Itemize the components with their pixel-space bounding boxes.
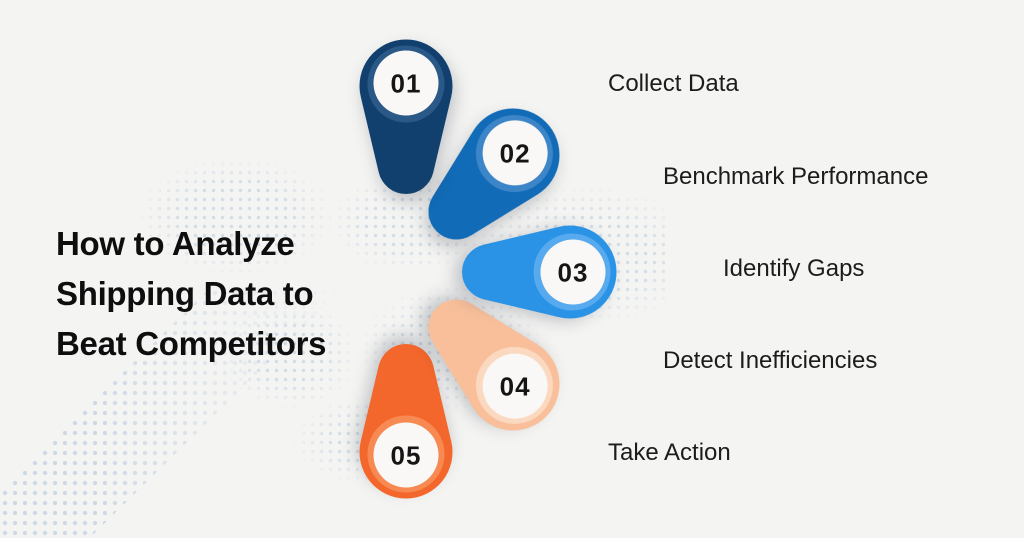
pin-face — [373, 50, 439, 116]
infographic-title: How to Analyze Shipping Data to Beat Com… — [56, 225, 327, 363]
step-label-5: Take Action — [608, 439, 731, 466]
pin-01 — [359, 39, 453, 194]
pin-face — [540, 239, 606, 305]
pin-05 — [359, 344, 453, 499]
pin-03 — [462, 225, 617, 319]
pin-number: 01 — [391, 68, 422, 98]
pin-face — [482, 120, 548, 186]
step-label-4: Detect Inefficiencies — [663, 347, 878, 374]
pin-number: 02 — [500, 138, 531, 168]
pin-02 — [428, 108, 560, 240]
pin-number: 05 — [391, 440, 422, 470]
pin-number: 03 — [558, 257, 589, 287]
pin-04 — [428, 299, 560, 431]
pin-number: 04 — [500, 371, 531, 401]
pin-face — [482, 353, 548, 419]
step-label-3: Identify Gaps — [723, 255, 865, 282]
step-label-2: Benchmark Performance — [663, 163, 929, 190]
step-label-1: Collect Data — [608, 70, 739, 97]
pin-face — [373, 422, 439, 488]
